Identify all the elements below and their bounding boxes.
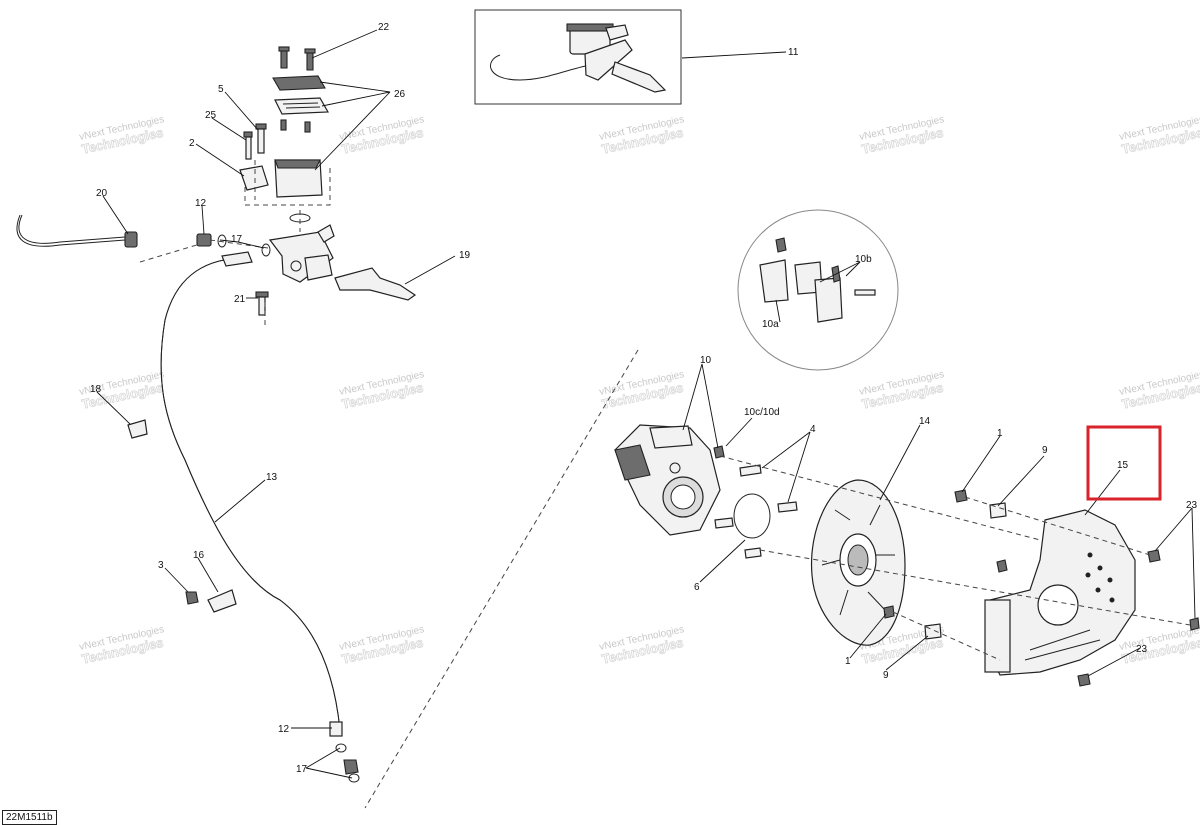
hose-clip-18 (127, 419, 148, 439)
hose-clamp-16 (207, 589, 237, 613)
watermark: vNext Technologies Technologies (338, 114, 425, 157)
callout-10c-10d: 10c/10d (744, 407, 780, 418)
brake-switch-cable (16, 214, 138, 248)
watermark: vNext Technologies Technologies (1118, 369, 1200, 412)
axis-line (892, 611, 1001, 661)
callout-15: 15 (1117, 460, 1129, 471)
watermark: vNext Technologies Technologies (1118, 624, 1200, 667)
master-cylinder-group (139, 46, 417, 325)
callout-26: 26 (394, 89, 406, 100)
callout-20: 20 (96, 188, 108, 199)
inset-brake-pads (737, 209, 899, 371)
callout-17-top: 17 (231, 234, 243, 245)
callout-23-bottom: 23 (1136, 644, 1148, 655)
callout-3: 3 (158, 560, 164, 571)
callout-22: 22 (378, 22, 390, 33)
callout-21: 21 (234, 294, 246, 305)
callout-2: 2 (189, 138, 195, 149)
disc-guard (984, 509, 1136, 676)
inset-master-cylinder-assembly (474, 9, 682, 105)
watermark: vNext Technologies Technologies (338, 369, 425, 412)
callout-10b: 10b (855, 254, 872, 265)
callout-19: 19 (459, 250, 471, 261)
callout-10: 10 (700, 355, 712, 366)
o-ring-6 (733, 493, 771, 539)
watermark: vNext Technologies Technologies (858, 369, 945, 412)
callout-13: 13 (266, 472, 278, 483)
callout-25: 25 (205, 110, 217, 121)
brake-caliper (614, 424, 725, 536)
callout-18: 18 (90, 384, 102, 395)
callout-11: 11 (788, 47, 799, 58)
axis-line (759, 549, 1191, 626)
highlight-box (1086, 425, 1162, 501)
leader-lines (96, 29, 1196, 779)
callout-17-bottom: 17 (296, 764, 308, 775)
routing-line (364, 349, 639, 809)
callout-1-top: 1 (997, 428, 1003, 439)
callout-1-bottom: 1 (845, 656, 851, 667)
brake-hose (160, 251, 360, 783)
callout-5: 5 (218, 84, 224, 95)
watermark: vNext Technologies Technologies (858, 114, 945, 157)
bolts-4 (714, 464, 798, 559)
callout-14: 14 (919, 416, 931, 427)
watermark: vNext Technologies Technologies (598, 114, 685, 157)
watermark: vNext Technologies Technologies (78, 114, 165, 157)
callout-12-top: 12 (195, 198, 207, 209)
fasteners (883, 489, 1200, 687)
watermark: vNext Technologies Technologies (338, 624, 425, 667)
brake-disc (810, 479, 906, 646)
axis-line (719, 455, 1041, 541)
watermark: vNext Technologies Technologies (598, 624, 685, 667)
callout-10a: 10a (762, 319, 779, 330)
callout-9-bottom: 9 (883, 670, 889, 681)
callout-16: 16 (193, 550, 205, 561)
callout-9-top: 9 (1042, 445, 1048, 456)
watermark: vNext Technologies Technologies (1118, 114, 1200, 157)
nut-3 (185, 591, 199, 605)
callout-4: 4 (810, 424, 816, 435)
callout-12-bottom: 12 (278, 724, 290, 735)
watermark: vNext Technologies Technologies (598, 369, 685, 412)
callout-labels: 22 26 11 5 25 2 20 12 17 19 21 18 13 16 … (90, 22, 1198, 775)
watermark: vNext Technologies Technologies (78, 624, 165, 667)
callout-6: 6 (694, 582, 700, 593)
diagram-id-label: 22M1511b (2, 810, 57, 825)
callout-23-top: 23 (1186, 500, 1198, 511)
